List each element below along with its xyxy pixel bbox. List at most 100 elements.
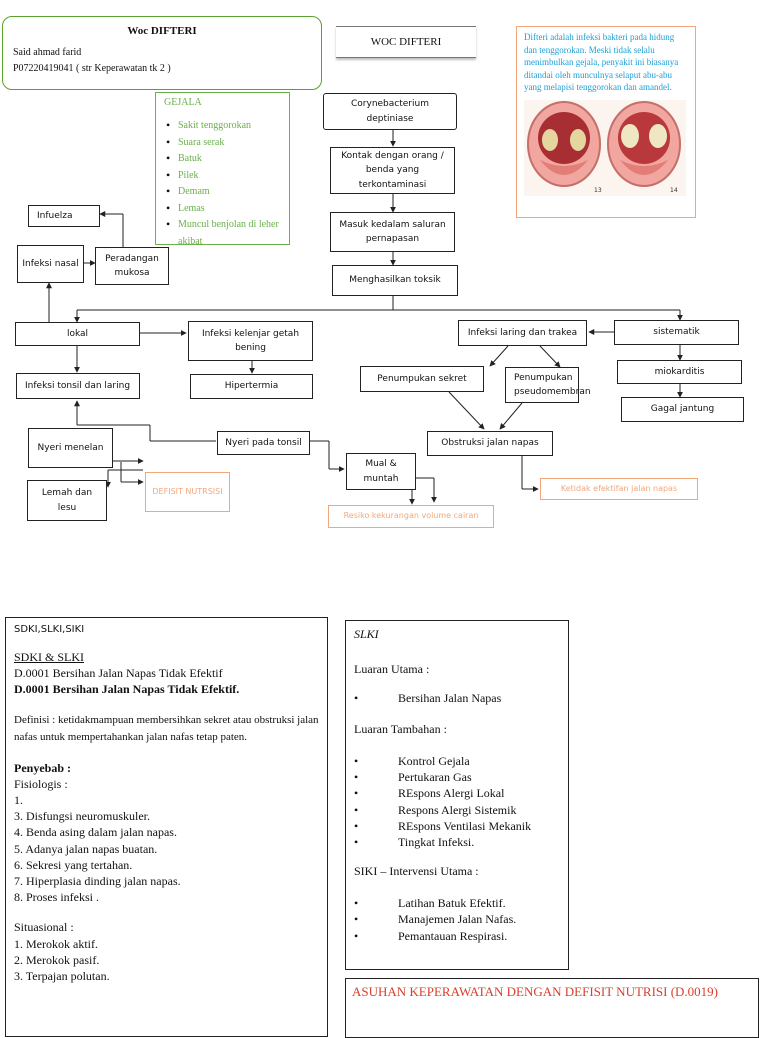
node-label: Infuelza (37, 210, 73, 221)
fisiologis-item: 7. Hiperplasia dinding jalan napas. (14, 873, 181, 888)
siki-item: Pemantauan Respirasi. (354, 928, 560, 944)
node-tonsil-laring: Infeksi tonsil dan laring (16, 373, 140, 399)
luaran-utama-item: Bersihan Jalan Napas (354, 691, 560, 706)
throat-illustration: 13 14 (524, 99, 686, 196)
node-label: Infeksi kelenjar getah bening (201, 328, 300, 353)
student-id: P07220419041 ( str Keperawatan tk 2 ) (13, 63, 171, 74)
gejala-item: Pilek (166, 168, 281, 185)
node-miokarditis: miokarditis (617, 360, 742, 384)
situasional-item: 3. Terpajan polutan. (14, 968, 110, 983)
gejala-box: GEJALA Sakit tenggorokan Suara serak Bat… (155, 92, 290, 245)
node-lokal: lokal (15, 322, 140, 346)
node-label: Nyeri menelan (37, 442, 104, 453)
node-resiko-cairan: Resiko kekurangan volume cairan (328, 505, 494, 528)
node-label: Infeksi laring dan trakea (467, 327, 578, 338)
node-label: Obstruksi jalan napas (441, 438, 539, 449)
asuhan-title: ASUHAN KEPERAWATAN DENGAN DEFISIT NUTRIS… (352, 984, 718, 999)
node-corynebacterium: Corynebacterium deptiniase (323, 93, 457, 130)
fisiologis-item: 1. (14, 793, 23, 808)
fisiologis-item: 4. Benda asing dalam jalan napas. (14, 825, 177, 840)
node-label: Corynebacterium deptiniase (351, 99, 429, 124)
node-label: Lemah dan lesu (41, 488, 93, 513)
luaran-tambahan-item: Respons Alergi Sistemik (354, 802, 560, 818)
node-label: Gagal jantung (650, 404, 715, 415)
node-lemah: Lemah dan lesu (27, 480, 107, 521)
fisiologis-item: 3. Disfungsi neuromuskuler. (14, 809, 150, 824)
luaran-tambahan-item: Pertukaran Gas (354, 769, 560, 785)
situasional-item: 1. Merokok aktif. (14, 936, 98, 951)
luaran-tambahan: Luaran Tambahan : (354, 722, 447, 736)
info-box: Difteri adalah infeksi bakteri pada hidu… (516, 26, 696, 218)
gejala-item: Sakit tenggorokan (166, 118, 281, 135)
node-label: DEFISIT NUTRSISI (152, 486, 223, 496)
luaran-tambahan-list: Kontrol Gejala Pertukaran Gas REspons Al… (354, 753, 560, 850)
sdki-code: D.0001 Bersihan Jalan Napas Tidak Efekti… (14, 666, 223, 681)
sdki-subhead: SDKI & SLKI (14, 650, 85, 664)
node-toksik: Menghasilkan toksik (332, 265, 458, 296)
node-label: Penumpukan pseudomembran (514, 372, 591, 397)
gejala-title: GEJALA (164, 97, 202, 108)
node-hipertermia: Hipertermia (190, 374, 313, 399)
sdki-code-bold: D.0001 Bersihan Jalan Napas Tidak Efekti… (14, 682, 240, 697)
title-box: Woc DIFTERI Said ahmad farid P0722041904… (2, 16, 322, 90)
asuhan-panel: ASUHAN KEPERAWATAN DENGAN DEFISIT NUTRIS… (345, 978, 759, 1038)
sdki-situasional: Situasional : (14, 920, 74, 935)
gejala-item: Muncul benjolan di leher akibat (166, 217, 281, 244)
node-label: Infeksi nasal (22, 258, 79, 269)
throat-image: 13 14 (524, 99, 686, 196)
gejala-list: Sakit tenggorokan Suara serak Batuk Pile… (164, 118, 281, 244)
node-label: Nyeri pada tonsil (225, 437, 302, 448)
siki-item: Manajemen Jalan Nafas. (354, 911, 560, 927)
node-label: lokal (66, 328, 89, 339)
luaran-utama-list: Bersihan Jalan Napas (354, 691, 560, 706)
sdki-fisiologis: Fisiologis : (14, 776, 68, 791)
node-label: Kontak dengan orang / benda yang terkont… (341, 150, 444, 190)
situasional-item: 2. Merokok pasif. (14, 952, 100, 967)
node-infeksi-nasal: Infeksi nasal (17, 245, 84, 283)
gejala-item: Suara serak (166, 135, 281, 152)
author-name: Said ahmad farid (13, 47, 82, 58)
node-label: Ketidak efektifan jalan napas (560, 483, 678, 493)
node-defisit-nutrisi: DEFISIT NUTRSISI (145, 472, 230, 512)
node-label: Hipertermia (224, 381, 279, 392)
siki-item: Latihan Batuk Efektif. (354, 895, 560, 911)
node-nyeri-menelan: Nyeri menelan (28, 428, 113, 468)
diagram-title: Woc DIFTERI (127, 25, 197, 37)
node-label: sistematik (653, 327, 700, 338)
sdki-panel: SDKI,SLKI,SIKI SDKI & SLKI D.0001 Bersih… (5, 617, 328, 1037)
siki-heading: SIKI – Intervensi Utama : (354, 864, 479, 879)
node-label: Mual & muntah (363, 459, 399, 484)
sdki-header: SDKI,SLKI,SIKI (14, 624, 85, 635)
node-kelenjar: Infeksi kelenjar getah bening (188, 321, 313, 361)
node-label: Resiko kekurangan volume cairan (343, 511, 479, 521)
fisiologis-item: 5. Adanya jalan napas buatan. (14, 841, 158, 856)
gejala-item: Batuk (166, 151, 281, 168)
sdki-definisi: Definisi : ketidakmampuan membersihkan s… (14, 713, 319, 743)
luaran-utama: Luaran Utama : (354, 662, 430, 676)
image-label-left: 13 (594, 187, 602, 194)
luaran-tambahan-item: REspons Alergi Lokal (354, 785, 560, 801)
info-text: Difteri adalah infeksi bakteri pada hidu… (524, 32, 679, 93)
node-sistematik: sistematik (614, 320, 739, 345)
node-kontak: Kontak dengan orang / benda yang terkont… (330, 147, 455, 194)
luaran-tambahan-item: Kontrol Gejala (354, 753, 560, 769)
luaran-tambahan-item: REspons Ventilasi Mekanik (354, 818, 560, 834)
slki-title: SLKI (354, 627, 379, 641)
node-label: Peradangan mukosa (105, 253, 159, 278)
gejala-item: Demam (166, 184, 281, 201)
node-mual: Mual & muntah (346, 453, 416, 490)
node-infuelza: Infuelza (28, 205, 100, 227)
node-label: Masuk kedalam saluran pernapasan (339, 219, 446, 244)
fisiologis-item: 6. Sekresi yang tertahan. (14, 857, 133, 872)
connector-lines (46, 130, 683, 505)
node-sekret: Penumpukan sekret (360, 366, 484, 392)
woc-title: WOC DIFTERI (370, 36, 442, 48)
luaran-tambahan-item: Tingkat Infeksi. (354, 834, 560, 850)
node-label: miokarditis (654, 366, 705, 377)
node-label: Penumpukan sekret (377, 373, 467, 384)
node-pseudo: Penumpukan pseudomembran (505, 367, 591, 403)
siki-list: Latihan Batuk Efektif. Manajemen Jalan N… (354, 895, 560, 944)
slki-panel: SLKI Luaran Utama : Bersihan Jalan Napas… (345, 620, 569, 970)
woc-title-box: WOC DIFTERI (336, 26, 476, 58)
node-label: Menghasilkan toksik (349, 275, 441, 286)
